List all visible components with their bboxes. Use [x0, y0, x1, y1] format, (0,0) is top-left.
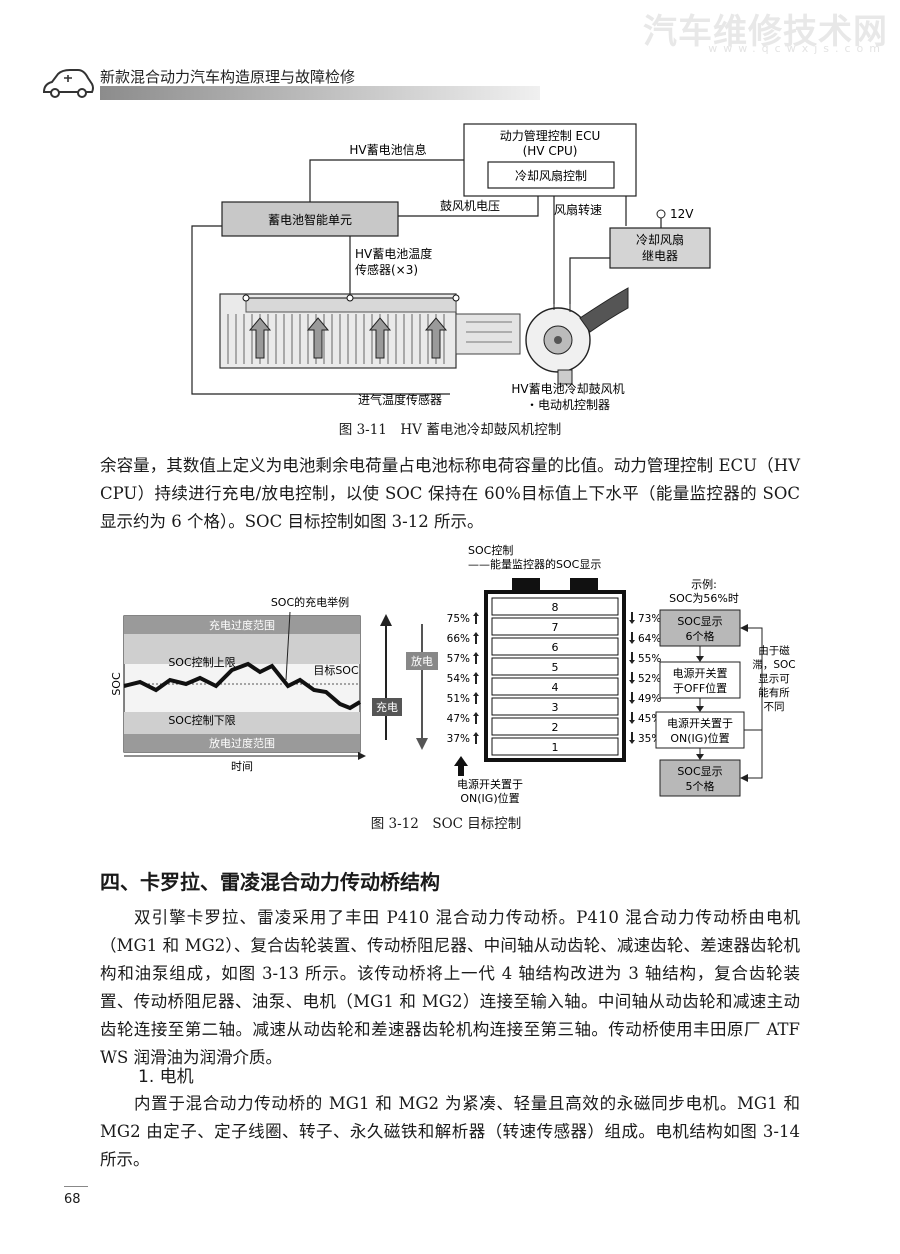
flow-box-on: [655, 711, 745, 749]
left-percent: 66%: [447, 633, 470, 645]
soc-control-line2: ——能量监控器的SOC显示: [468, 557, 601, 571]
relay-line2: 继电器: [642, 249, 678, 263]
note-line: 滞，SOC: [752, 659, 795, 671]
note-line: 不同: [764, 701, 785, 713]
subsection-title: 1. 电机: [138, 1067, 194, 1087]
soc-graph: [123, 611, 362, 753]
blower-line2: ・电动机控制器: [526, 398, 610, 412]
flow-box4-line2: 5个格: [686, 779, 715, 793]
intake-sensor-label: 进气温度传感器: [358, 392, 442, 407]
note-line: 能有所: [758, 686, 790, 699]
example-line1: 示例:: [691, 577, 717, 591]
y-axis-label: SOC: [110, 672, 123, 696]
power-on-line1: 电源开关置于: [457, 777, 523, 791]
flow-box1-line2: 6个格: [686, 629, 715, 643]
upper-limit-label: SOC控制上限: [168, 655, 235, 669]
header-bar: [100, 86, 540, 100]
left-percent: 75%: [447, 613, 470, 625]
right-percent: 49%: [638, 693, 661, 705]
note-line: 显示可: [758, 673, 790, 685]
right-percent: 55%: [638, 653, 661, 665]
relay-line1: 冷却风扇: [636, 232, 684, 247]
page-number-rule: [64, 1186, 88, 1187]
temp-sensor-line1: HV蓄电池温度: [355, 246, 432, 261]
hv-battery-info-label: HV蓄电池信息: [349, 142, 426, 157]
segment-2: 2: [552, 721, 559, 734]
segment-4: 4: [552, 681, 559, 694]
blower-voltage-label: 鼓风机电压: [440, 199, 500, 213]
left-percent: 54%: [447, 673, 470, 685]
left-percent: 37%: [447, 733, 470, 745]
figure-3-11: 动力管理控制 ECU (HV CPU) 冷却风扇控制 HV蓄电池信息 蓄电池智能…: [191, 123, 711, 412]
flow-box2-line2: 于OFF位置: [673, 681, 727, 695]
flow-box-soc5: [659, 759, 741, 797]
flow-box3-line2: ON(IG)位置: [670, 731, 729, 745]
figure-3-11-caption: 图 3-11 HV 蓄电池冷却鼓风机控制: [338, 422, 562, 438]
page-number: 68: [64, 1192, 81, 1207]
soc-control-line1: SOC控制: [468, 543, 513, 557]
segment-6: 6: [552, 641, 559, 654]
blower-line1: HV蓄电池冷却鼓风机: [511, 382, 624, 396]
power-on-line2: ON(IG)位置: [460, 791, 519, 805]
left-percent: 57%: [447, 653, 470, 665]
battery-unit-box: [221, 201, 399, 237]
right-percent: 73%: [638, 613, 661, 625]
battery-unit-label: 蓄电池智能单元: [268, 212, 352, 227]
figure-3-12-caption: 图 3-12 SOC 目标控制: [370, 816, 522, 832]
paragraph-transaxle: 双引擎卡罗拉、雷凌采用了丰田 P410 混合动力传动桥。P410 混合动力传动桥…: [100, 908, 800, 1067]
soc-example-label: SOC的充电举例: [271, 595, 349, 609]
relay-box: [609, 227, 711, 269]
x-axis-label: 时间: [231, 760, 253, 773]
flow-box1-line1: SOC显示: [677, 615, 722, 628]
example-line2: SOC为56%时: [669, 592, 739, 605]
ecu-sub: (HV CPU): [523, 144, 578, 158]
right-percent: 52%: [638, 673, 661, 685]
over-charge-label: 充电过度范围: [209, 618, 275, 632]
charge-label: 充电: [376, 700, 398, 714]
soc-gauge: 8 7 6 5 4 3 2 1: [484, 578, 626, 762]
lower-limit-label: SOC控制下限: [168, 713, 235, 727]
discharge-label: 放电: [411, 654, 433, 668]
paragraph-soc-definition: 余容量，其数值上定义为电池剩余电荷量占电池标称电荷容量的比值。动力管理控制 EC…: [100, 456, 801, 531]
section-title: 四、卡罗拉、雷凌混合动力传动桥结构: [100, 870, 440, 894]
temp-sensor-line2: 传感器(×3): [355, 262, 418, 277]
segment-3: 3: [552, 701, 559, 714]
segment-5: 5: [552, 661, 559, 674]
fan-speed-label: 风扇转速: [554, 202, 602, 217]
right-percent: 64%: [638, 633, 661, 645]
segment-1: 1: [552, 741, 559, 754]
fan-control-label: 冷却风扇控制: [515, 168, 587, 183]
car-outline-icon: [42, 69, 94, 98]
flow-box-soc6: [659, 609, 741, 647]
flow-box2-line1: 电源开关置: [673, 666, 728, 680]
v12-label: 12V: [670, 207, 694, 221]
flow-box4-line1: SOC显示: [677, 765, 722, 778]
battery-pack-drawing: [219, 287, 629, 385]
note-line: 由于磁: [758, 644, 790, 657]
left-percent: 51%: [447, 693, 470, 705]
segment-7: 7: [552, 621, 559, 634]
fan-control-box: [487, 161, 615, 189]
book-title: 新款混合动力汽车构造原理与故障检修: [100, 68, 356, 86]
left-percent: 47%: [447, 713, 470, 725]
watermark: 汽车维修技术网: [643, 12, 888, 52]
ecu-title: 动力管理控制 ECU: [500, 128, 601, 143]
over-discharge-label: 放电过度范围: [209, 736, 275, 750]
segment-8: 8: [552, 601, 559, 614]
paragraph-motor: 内置于混合动力传动桥的 MG1 和 MG2 为紧凑、轻量且高效的永磁同步电机。M…: [100, 1094, 800, 1169]
watermark-url: www.qcwxjs.com: [708, 42, 886, 55]
figure-3-12: SOC的充电举例 充电过度范围 SOC控制上限 目标SOC SOC控制下限 放电…: [110, 543, 796, 805]
flow-box3-line1: 电源开关置于: [667, 716, 733, 730]
target-soc-label: 目标SOC: [313, 663, 359, 677]
